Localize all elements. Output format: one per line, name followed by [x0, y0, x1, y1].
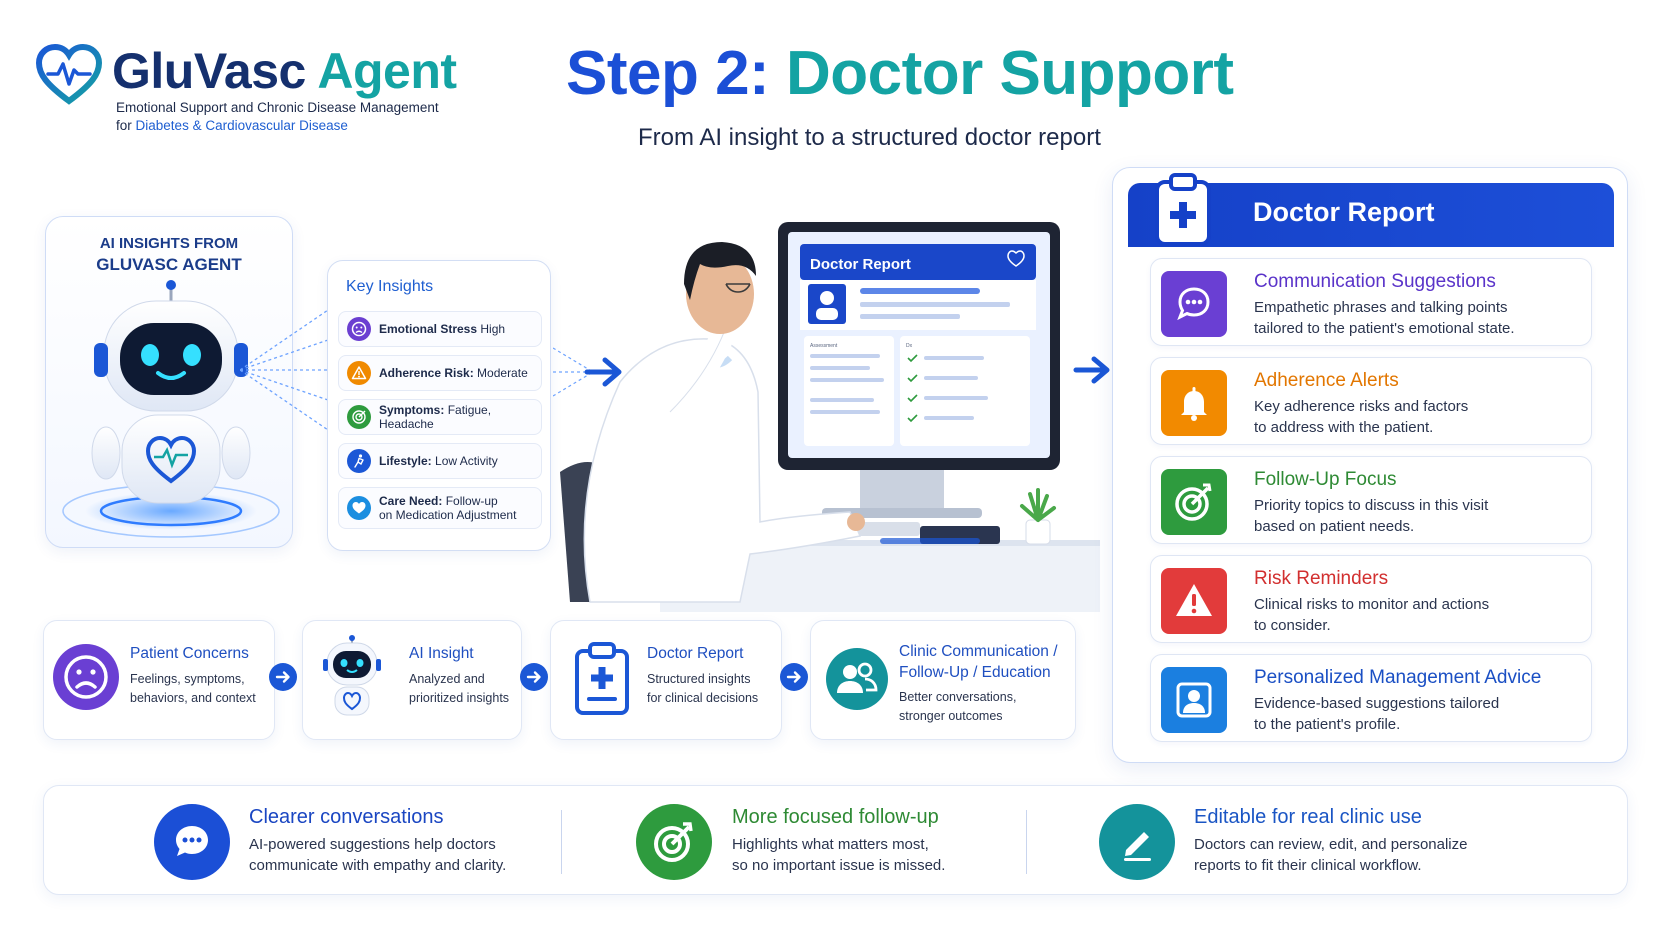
ai-card-caption: AI INSIGHTS FROM [99, 235, 239, 252]
flow-arrow-icon [780, 663, 808, 691]
sad-face-icon [53, 644, 119, 710]
flow-step-title: Doctor Report [647, 645, 744, 662]
flow-step-desc: for clinical decisions [647, 691, 759, 705]
key-insights-panel: Key Insights Emotional Stress High Adher… [327, 260, 551, 551]
report-item-title: Adherence Alerts [1254, 370, 1399, 391]
page-subtitle: From AI insight to a structured doctor r… [638, 124, 1101, 151]
flow-arrow-icon [520, 663, 548, 691]
doctor-report-panel: Doctor Report Communication Suggestions … [1112, 167, 1628, 763]
divider [561, 810, 562, 874]
insight-emotional-stress: Emotional Stress High [338, 311, 542, 347]
flow-step-title: Follow-Up / Education [899, 664, 1051, 681]
report-item-title: Risk Reminders [1254, 568, 1389, 589]
benefit-desc: communicate with empathy and clarity. [249, 857, 507, 874]
clipboard-icon [575, 642, 629, 715]
monitor-report-title: Doctor Report [810, 256, 911, 273]
clipboard-icon [1155, 173, 1211, 246]
brand-name: GluVasc Agent [112, 43, 457, 99]
chat-bubble-icon [1161, 271, 1227, 337]
insight-adherence-risk: Adherence Risk: Moderate [338, 355, 542, 391]
report-item-desc: based on patient needs. [1254, 518, 1415, 535]
group-icon [826, 648, 888, 710]
report-item-desc: Key adherence risks and factors [1254, 398, 1469, 415]
flow-step-desc: stronger outcomes [899, 709, 1003, 723]
activity-icon [347, 449, 371, 473]
report-item-desc: Clinical risks to monitor and actions [1254, 596, 1490, 613]
key-insights-title: Key Insights [346, 278, 434, 295]
chat-bubble-icon [154, 804, 230, 880]
report-item-follow-up: Follow-Up Focus Priority topics to discu… [1150, 456, 1592, 544]
report-item-desc: Priority topics to discuss in this visit [1254, 497, 1489, 514]
flow-step-title: Patient Concerns [130, 645, 249, 662]
monitor-tiny-label-dx: Dx [906, 343, 913, 349]
report-item-title: Follow-Up Focus [1254, 469, 1397, 490]
robot-icon [323, 635, 381, 716]
doctor-report-title: Doctor Report [1253, 197, 1435, 227]
report-item-desc: tailored to the patient's emotional stat… [1254, 320, 1515, 337]
report-item-desc: Empathetic phrases and talking points [1254, 299, 1508, 316]
flow-step-doctor-report: Doctor Report Structured insights for cl… [550, 620, 782, 740]
ai-card-caption-agent: GLUVASC AGENT [96, 255, 242, 274]
insight-symptoms: Symptoms: Fatigue, Headache [338, 399, 542, 435]
flow-step-desc: prioritized insights [409, 691, 510, 705]
flow-step-desc: behaviors, and context [130, 691, 256, 705]
report-item-title: Personalized Management Advice [1254, 667, 1542, 688]
flow-step-desc: Feelings, symptoms, [130, 672, 245, 686]
arrow-right-icon [1073, 356, 1110, 384]
flow-step-patient-concerns: Patient Concerns Feelings, symptoms, beh… [43, 620, 275, 740]
report-item-communication: Communication Suggestions Empathetic phr… [1150, 258, 1592, 346]
warning-icon [1161, 568, 1227, 634]
report-item-risk-reminders: Risk Reminders Clinical risks to monitor… [1150, 555, 1592, 643]
heart-pulse-logo-icon [36, 44, 102, 105]
insight-lifestyle: Lifestyle: Low Activity [338, 443, 542, 479]
target-icon [347, 405, 371, 429]
report-item-desc: to consider. [1254, 617, 1331, 634]
brand-tagline: Emotional Support and Chronic Disease Ma… [116, 100, 439, 115]
flow-step-title: Clinic Communication / [899, 643, 1058, 660]
flow-step-desc: Analyzed and [409, 672, 485, 686]
user-icon [1161, 667, 1227, 733]
benefit-desc: reports to fit their clinical workflow. [1194, 857, 1422, 874]
target-icon [1161, 469, 1227, 535]
heart-icon [347, 496, 371, 520]
report-item-adherence-alerts: Adherence Alerts Key adherence risks and… [1150, 357, 1592, 445]
flow-step-clinic-communication: Clinic Communication / Follow-Up / Educa… [810, 620, 1076, 740]
benefit-desc: AI-powered suggestions help doctors [249, 836, 496, 853]
monitor-tiny-label-assessment: Assessment [810, 343, 838, 349]
robot-icon [62, 280, 280, 538]
benefit-title: Clearer conversations [249, 806, 444, 828]
target-icon [636, 804, 712, 880]
brand-logo: GluVasc Agent Emotional Support and Chro… [36, 38, 556, 138]
report-item-desc: Evidence-based suggestions tailored [1254, 695, 1500, 712]
flow-step-ai-insight: AI Insight Analyzed and prioritized insi… [302, 620, 522, 740]
flow-step-title: AI Insight [409, 645, 474, 662]
bell-icon [1161, 370, 1227, 436]
warning-icon [347, 361, 371, 385]
connector-lines [240, 309, 329, 431]
benefits-bar: Clearer conversations AI-powered suggest… [43, 785, 1628, 895]
flow-step-desc: Better conversations, [899, 690, 1017, 704]
benefit-desc: Highlights what matters most, [732, 836, 929, 853]
report-item-desc: to address with the patient. [1254, 419, 1434, 436]
benefit-title: Editable for real clinic use [1194, 806, 1422, 828]
doctor-at-computer-illustration: Doctor Report Assessment Dx [560, 222, 1100, 612]
report-item-desc: to the patient's profile. [1254, 716, 1401, 733]
divider [1026, 810, 1027, 874]
benefit-title: More focused follow-up [732, 806, 939, 828]
pencil-icon [1099, 804, 1175, 880]
page-title: Step 2: Doctor Support [566, 39, 1234, 108]
ai-insights-card: AI INSIGHTS FROM GLUVASC AGENT [45, 216, 293, 548]
report-item-title: Communication Suggestions [1254, 271, 1496, 292]
flow-step-desc: Structured insights [647, 672, 751, 686]
brand-tagline-diseases: for Diabetes & Cardiovascular Disease [116, 118, 348, 133]
sad-face-icon [347, 317, 371, 341]
benefit-desc: so no important issue is missed. [732, 857, 946, 874]
flow-arrow-icon [269, 663, 297, 691]
arrow-right-icon [553, 347, 622, 397]
benefit-desc: Doctors can review, edit, and personaliz… [1194, 836, 1468, 853]
report-item-personalized-advice: Personalized Management Advice Evidence-… [1150, 654, 1592, 742]
